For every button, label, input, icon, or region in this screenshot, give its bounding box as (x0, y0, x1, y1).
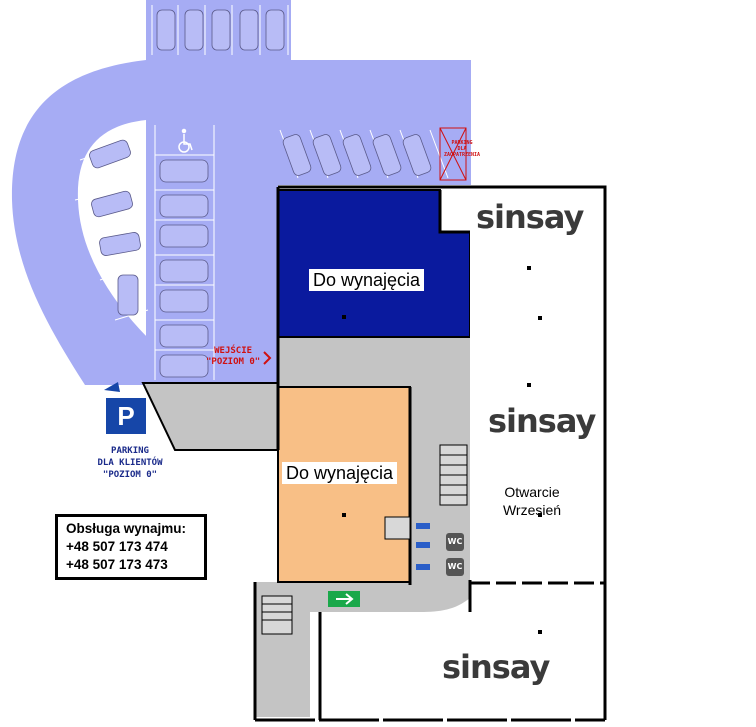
opening-info: Otwarcie Wrzesień (482, 483, 582, 519)
parking-sign-icon: P (106, 398, 146, 434)
stairs (261, 444, 468, 635)
store-sinsay (310, 190, 600, 717)
parking-line-1: PARKING (111, 446, 149, 456)
sinsay-logo-bottom: sinsay (442, 648, 550, 686)
columns (342, 266, 542, 634)
ramp (141, 382, 281, 451)
parking-line-2: DLA KLIENTÓW (97, 458, 163, 468)
contact-title: Obsługa wynajmu: (66, 521, 187, 536)
entrance-line-1: WEJŚCIE (214, 346, 253, 356)
info-signs (416, 523, 430, 570)
parked-cars (89, 9, 432, 378)
supply-line-2: DLA (457, 146, 467, 152)
entrance-arrow-icon (263, 351, 272, 365)
parking-direction-arrow-icon (104, 382, 120, 392)
supply-parking-label: PARKING DLA ZAOPATRZENIA (438, 140, 486, 158)
parking-line-3: "POZIOM 0" (102, 470, 158, 480)
unit-orange (277, 386, 411, 583)
supply-line-1: PARKING (451, 140, 473, 146)
opening-line-1: Otwarcie (504, 484, 560, 500)
entrance-line-2: "POZIOM 0" (206, 357, 261, 367)
opening-line-2: Wrzesień (502, 502, 562, 518)
restroom-icon-1: WC (446, 533, 464, 551)
sinsay-logo-middle: sinsay (488, 402, 596, 440)
contact-phone-2: +48 507 173 473 (66, 557, 168, 572)
unit-blue-label: Do wynajęcia (309, 269, 425, 291)
emergency-exit-icon (328, 591, 360, 607)
walls (253, 185, 607, 722)
accessible-parking-icon (178, 128, 193, 153)
entrance-label: WEJŚCIE "POZIOM 0" (206, 346, 260, 368)
contact-phone-1: +48 507 173 474 (66, 539, 168, 554)
parking-info: PARKING DLA KLIENTÓW "POZIOM 0" (80, 445, 180, 481)
sinsay-logo-top: sinsay (476, 198, 584, 236)
contact-box: Obsługa wynajmu: +48 507 173 474 +48 507… (55, 514, 207, 580)
restroom-icon-2: WC (446, 558, 464, 576)
supply-line-3: ZAOPATRZENIA (443, 152, 481, 158)
unit-orange-label: Do wynajęcia (282, 462, 398, 484)
